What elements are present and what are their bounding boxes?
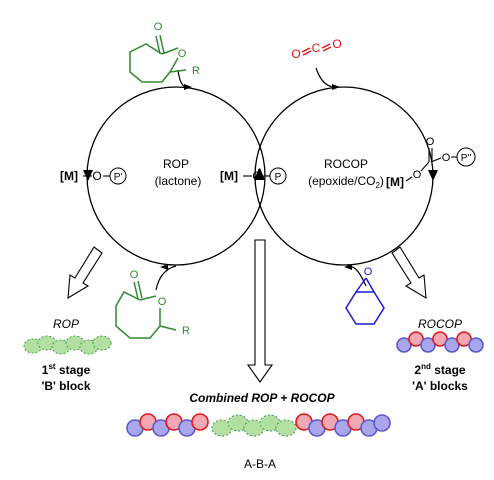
svg-text:O: O [332, 37, 341, 51]
aba-chain-a-right [295, 413, 391, 437]
svg-text:O: O [252, 169, 261, 183]
lactone-feed-arrow [177, 69, 187, 88]
svg-text:O: O [426, 136, 435, 148]
combined-label: Combined ROP + ROCOP [189, 391, 335, 405]
hollow-arrow-center [246, 239, 274, 383]
aba-label: A-B-A [244, 457, 276, 471]
svg-text:O: O [413, 169, 422, 181]
svg-text:P'': P'' [461, 153, 472, 164]
svg-text:C: C [312, 41, 321, 55]
rocop-stage-label: 2nd stage [414, 362, 465, 377]
svg-text:O: O [291, 47, 300, 61]
aba-chain-a-left [126, 413, 209, 437]
lactone-bottom-ring-o: O [158, 296, 167, 308]
lactone-bottom [115, 280, 177, 339]
rocop-cycle-subtitle: (epoxide/CO2) [308, 174, 384, 190]
svg-text:O: O [442, 152, 451, 164]
co2-feed-arrow [315, 67, 335, 88]
rocop-block-label: 'A' blocks [412, 379, 468, 393]
rop-bottom-arrowhead [160, 264, 168, 270]
rocop-bead-chain [396, 331, 484, 353]
lactone-bottom-r: R [182, 325, 190, 337]
hollow-arrow-right [391, 246, 427, 300]
lactone-out-arrow [155, 265, 177, 291]
co2-molecule: O C O [291, 37, 341, 61]
lactone-top [129, 34, 187, 83]
svg-text:[M]: [M] [386, 175, 404, 189]
rop-green-chain [23, 335, 112, 355]
svg-text:[M]: [M] [60, 169, 78, 183]
svg-text:P: P [275, 172, 282, 183]
svg-text:P': P' [114, 172, 123, 183]
rop-top-arrowhead [184, 84, 192, 90]
hollow-arrow-left [67, 246, 103, 300]
lactone-top-r: R [192, 65, 200, 77]
rop-cycle-title: ROP [163, 157, 189, 171]
lactone-top-ring-o: O [178, 48, 187, 60]
aba-chain-b-middle [211, 414, 297, 437]
rocop-bottom-arrowhead [344, 264, 352, 270]
epoxide-molecule [345, 277, 385, 325]
rocop-cycle-title: ROCOP [324, 157, 368, 171]
epoxide-o: O [364, 266, 373, 278]
species-right-carbonate: [M] O O O P'' [386, 136, 476, 189]
rop-block-label: 'B' block [41, 379, 90, 393]
rocop-cycle-arrowhead-right [428, 170, 438, 181]
lactone-bottom-carbonyl-o: O [130, 269, 139, 281]
svg-text:[M]: [M] [220, 169, 238, 183]
rocop-top-arrowhead [332, 84, 340, 90]
rocop-product-label: ROCOP [418, 317, 462, 331]
svg-text:O: O [92, 169, 101, 183]
center-arrowhead-right [255, 168, 265, 180]
epoxide-feed-arrow [351, 266, 367, 287]
lactone-top-carbonyl-o: O [154, 21, 163, 33]
species-left: [M] O P' [60, 167, 127, 185]
species-center: [M] O P [220, 167, 287, 185]
rop-product-label: ROP [53, 317, 79, 331]
rop-stage-label: 1st stage [42, 362, 91, 377]
rop-cycle-subtitle: (lactone) [155, 174, 202, 188]
